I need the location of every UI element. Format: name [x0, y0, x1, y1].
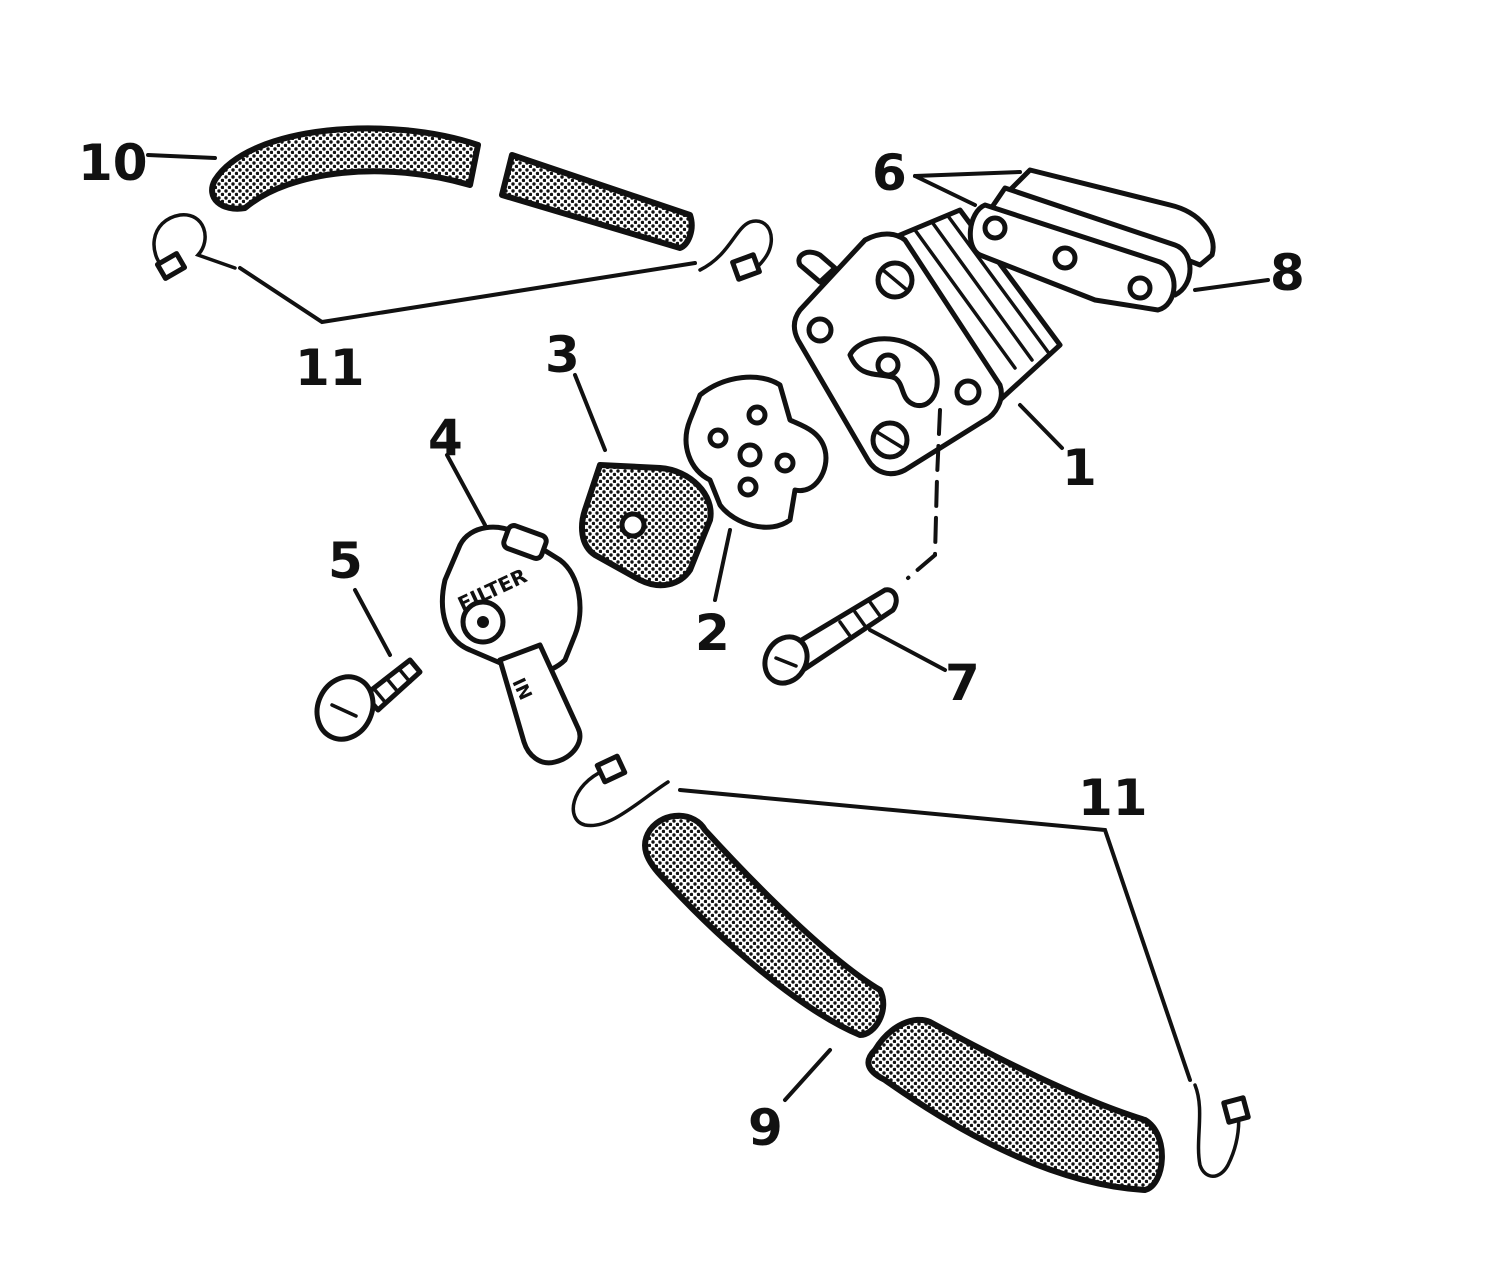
hose-10-segment-right: [499, 152, 695, 251]
filter-screen-3: [579, 462, 714, 589]
leader-2: [713, 528, 732, 602]
callouts: 10 11 6 8 1 3 4 5 2 7 11 9: [78, 134, 1305, 1157]
leader-lines: [146, 153, 1270, 1102]
callout-5: 5: [328, 532, 363, 590]
callout-3: 3: [545, 326, 580, 384]
screw-7: [762, 587, 899, 686]
leader-10: [146, 153, 217, 160]
clamp-11-bottom-right: [1193, 1083, 1251, 1178]
fuel-pump-body-1: [791, 207, 1063, 477]
leader-7-dashed: [906, 408, 942, 580]
clamp-11-bottom-left: [571, 753, 670, 828]
callout-11-top: 11: [295, 339, 365, 397]
filter-cap-4: FILTER IN: [440, 523, 583, 766]
gasket-2: [683, 374, 829, 530]
hose-9-segment-upper: [642, 812, 887, 1038]
clamp-11-top-right: [698, 219, 774, 282]
screw-5: [314, 657, 423, 742]
callout-6: 6: [872, 144, 907, 202]
leader-7: [868, 628, 947, 672]
callout-10: 10: [78, 134, 148, 192]
leader-11-bottom: [678, 788, 1192, 1082]
leader-5: [353, 588, 392, 657]
callout-4: 4: [428, 409, 463, 467]
hose-10: [209, 125, 695, 251]
leader-6b: [913, 170, 1022, 178]
pump-cover-8: [967, 202, 1177, 313]
callout-8: 8: [1270, 244, 1305, 302]
clamp-11-top-left: [152, 213, 237, 281]
hose-9: [642, 812, 1165, 1193]
leader-9: [783, 1048, 832, 1102]
leader-6a: [913, 174, 977, 207]
callout-1: 1: [1062, 439, 1097, 497]
hose-9-segment-lower: [865, 1016, 1165, 1193]
callout-11-bottom: 11: [1078, 769, 1148, 827]
callout-9: 9: [748, 1099, 783, 1157]
leader-3: [573, 373, 607, 452]
hose-10-segment-left: [209, 125, 481, 212]
callout-7: 7: [945, 654, 980, 712]
leader-8: [1193, 278, 1270, 292]
leader-1: [1018, 403, 1064, 450]
callout-2: 2: [695, 604, 730, 662]
leader-11-top: [238, 261, 697, 325]
leader-4: [445, 453, 487, 527]
